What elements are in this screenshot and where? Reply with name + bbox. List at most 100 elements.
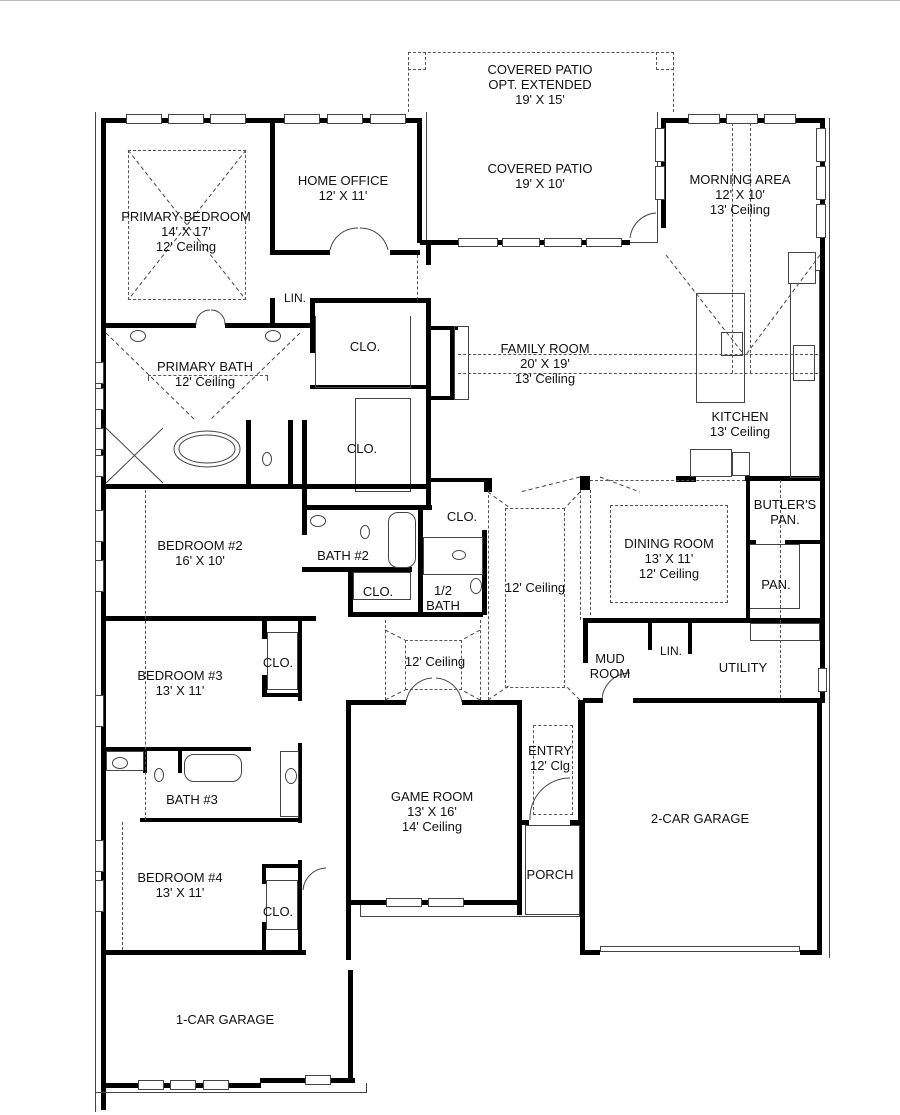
room-name: PORCH: [526, 867, 574, 882]
room-closet: CLO.: [263, 904, 293, 919]
wall: [676, 476, 696, 482]
window: [502, 238, 540, 247]
sink-icon: [285, 768, 297, 784]
sink-icon: [310, 515, 326, 527]
window: [170, 1080, 196, 1090]
window: [764, 114, 796, 124]
room-name: UTILITY: [718, 660, 768, 675]
room-mud-room: MUD ROOM: [590, 651, 630, 681]
outer-perimeter-left: [95, 112, 101, 1112]
kitchen-peninsula: [690, 449, 732, 477]
window: [138, 1080, 164, 1090]
beam-line: [458, 354, 818, 355]
room-dims: 14' X 17': [161, 224, 211, 239]
wall: [817, 700, 822, 955]
room-name: PAN.: [761, 577, 791, 592]
room-covered-patio-extended: COVERED PATIO OPT. EXTENDED 19' X 15': [488, 62, 593, 107]
opening: [488, 490, 489, 700]
window: [816, 204, 826, 238]
room-ceiling: 12' Ceiling: [174, 374, 236, 389]
tray-ceiling-dining: [610, 505, 728, 603]
window: [586, 238, 622, 247]
window: [305, 1075, 331, 1085]
wall: [346, 700, 406, 705]
window: [284, 114, 320, 124]
room-name: COVERED PATIO: [487, 62, 593, 77]
room-name: 12' Ceiling: [504, 580, 566, 595]
window: [168, 114, 204, 124]
room-name: CLO.: [346, 441, 378, 456]
garage-outline: [95, 1083, 367, 1093]
room-gallery-ceiling: 12' Ceiling: [505, 580, 565, 595]
wall: [746, 476, 750, 621]
room-dims: 19' X 10': [515, 176, 565, 191]
wall: [101, 323, 196, 328]
beam-line: [122, 822, 123, 950]
room-name: BATH #3: [166, 792, 218, 807]
room-dims: 19' X 15': [515, 92, 565, 107]
wall: [517, 700, 522, 915]
wall: [302, 505, 432, 510]
room-dims: 13' X 16': [407, 804, 457, 819]
wall: [517, 820, 529, 825]
wall: [426, 245, 431, 265]
wall: [580, 950, 600, 955]
wall: [178, 751, 182, 773]
room-name: MUD: [595, 651, 625, 666]
wall: [346, 700, 351, 960]
window: [210, 114, 246, 124]
room-name: HOME OFFICE: [297, 173, 389, 188]
opening: [480, 620, 481, 700]
toilet-icon: [154, 768, 164, 782]
room-porch: PORCH: [527, 867, 574, 882]
room-dims: 12' X 10': [715, 187, 765, 202]
wall: [785, 540, 820, 544]
room-dims: 13' X 11': [155, 683, 205, 698]
room-name: 1-CAR GARAGE: [175, 1012, 275, 1027]
room-name: CLO.: [362, 584, 394, 599]
kitchen-island: [696, 293, 745, 403]
room-name: BATH #2: [317, 548, 369, 563]
wall: [348, 970, 353, 1083]
room-name: 12' Ceiling: [404, 654, 466, 669]
room-name: CLO.: [262, 655, 294, 670]
room-morning-area: MORNING AREA 12' X 10' 13' Ceiling: [689, 172, 790, 217]
garage-door: [600, 946, 800, 952]
room-name: MORNING AREA: [689, 172, 791, 187]
room-home-office: HOME OFFICE 12' X 11': [298, 173, 388, 203]
wall: [262, 922, 266, 950]
room-closet: CLO.: [263, 655, 293, 670]
wall: [800, 950, 822, 955]
outer-perimeter-right: [825, 118, 830, 958]
window: [726, 114, 758, 124]
opening: [580, 490, 581, 620]
window: [95, 880, 104, 912]
room-name: GAME ROOM: [390, 789, 474, 804]
porch-outline: [525, 825, 580, 915]
room-closet: CLO.: [363, 584, 393, 599]
window: [816, 128, 826, 162]
wall: [302, 567, 412, 572]
wall: [246, 420, 251, 486]
room-name: PRIMARY BEDROOM: [121, 209, 251, 224]
beam-line: [732, 123, 733, 373]
beam-line: [750, 123, 751, 373]
room-bath-3: BATH #3: [166, 792, 218, 807]
extended-patio-outline: [408, 52, 674, 112]
room-dims: 16' X 10': [175, 553, 225, 568]
room-note: ROOM: [589, 666, 631, 681]
closet-shelf: [267, 632, 298, 690]
room-ceiling: 14' Ceiling: [401, 819, 463, 834]
wall: [270, 250, 330, 255]
wall: [262, 864, 302, 868]
window: [816, 166, 826, 200]
room-closet: CLO.: [350, 339, 380, 354]
room-foyer-ceiling: 12' Ceiling: [405, 654, 465, 669]
wall: [262, 864, 266, 884]
bathtub-icon: [388, 512, 416, 568]
room-utility: UTILITY: [719, 660, 767, 675]
room-ceiling: 13' Ceiling: [514, 371, 576, 386]
toilet-icon: [360, 525, 370, 539]
wall: [101, 118, 421, 123]
